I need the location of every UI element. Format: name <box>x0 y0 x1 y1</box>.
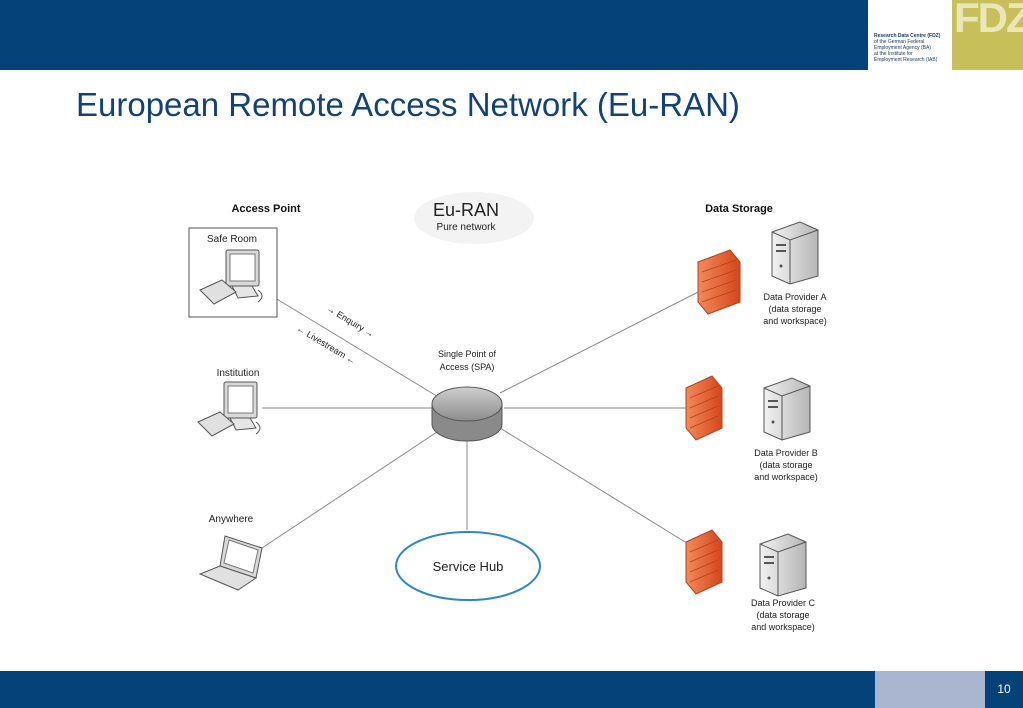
logo-line: Employment Research (IAB) <box>874 57 938 63</box>
service-hub-label: Service Hub <box>433 559 504 574</box>
anywhere-label: Anywhere <box>209 514 254 525</box>
provider-c-line1: Data Provider C <box>751 598 816 608</box>
server-icon <box>759 533 807 597</box>
logo-line: of the German Federal <box>874 39 925 45</box>
provider-c-line3: and workspace) <box>751 622 815 632</box>
enquiry-text: Enquiry <box>335 309 367 334</box>
line-anywhere <box>261 429 441 549</box>
slide-title: European Remote Access Network (Eu-RAN) <box>76 86 740 123</box>
server-icon <box>771 221 819 285</box>
spa-label-line2: Access (SPA) <box>440 362 495 372</box>
livestream-label: ← Livestream ← <box>295 323 358 366</box>
header-bar <box>0 0 868 70</box>
safe-room-label: Safe Room <box>207 234 257 245</box>
data-storage-heading: Data Storage <box>705 203 773 215</box>
spa-router-icon <box>431 386 503 442</box>
provider-a-line3: and workspace) <box>763 316 827 326</box>
fdz-logo-text: Research Data Centre (FDZ) of the German… <box>874 33 952 63</box>
eu-ran-cloud <box>414 192 534 244</box>
firewall-icon <box>697 249 741 315</box>
footer-bar <box>0 671 875 708</box>
fdz-logo-mark: FDZ <box>952 0 1023 70</box>
line-safe-room <box>261 289 441 399</box>
firewall-icon <box>685 529 723 595</box>
workstation-icon <box>197 381 261 437</box>
livestream-text: Livestream <box>305 329 348 360</box>
server-icon <box>763 377 811 441</box>
provider-b-line2: (data storage <box>759 460 812 470</box>
provider-b-line3: and workspace) <box>754 472 818 482</box>
provider-c-line2: (data storage <box>756 610 809 620</box>
provider-a-line2: (data storage <box>768 304 821 314</box>
provider-b-line1: Data Provider B <box>754 448 818 458</box>
provider-b-label: Data Provider B (data storage and worksp… <box>754 448 818 482</box>
institution-label: Institution <box>217 368 260 379</box>
provider-a-label: Data Provider A (data storage and worksp… <box>763 292 827 326</box>
service-hub-ellipse <box>395 531 541 601</box>
workstation-icon <box>199 249 263 305</box>
laptop-icon <box>198 535 263 591</box>
provider-c-label: Data Provider C (data storage and worksp… <box>751 598 816 632</box>
enquiry-label: → Enquiry → <box>325 303 376 339</box>
line-provider-c <box>499 427 691 546</box>
eu-ran-title: Eu-RAN <box>433 200 499 220</box>
logo-line: Employment Agency (BA) <box>874 45 931 51</box>
eu-ran-subtitle: Pure network <box>437 222 497 233</box>
spa-label-line1: Single Point of <box>438 349 497 359</box>
logo-line: at the Institute for <box>874 51 913 57</box>
page-number: 10 <box>985 671 1023 708</box>
access-point-heading: Access Point <box>231 203 300 215</box>
connection-lines <box>261 289 703 549</box>
footer-accent <box>875 671 985 708</box>
fdz-logo-letters: FDZ <box>954 0 1023 41</box>
line-provider-a <box>499 289 703 394</box>
firewall-icon <box>685 375 723 441</box>
logo-line: Research Data Centre (FDZ) <box>874 33 941 39</box>
provider-a-line1: Data Provider A <box>763 292 826 302</box>
